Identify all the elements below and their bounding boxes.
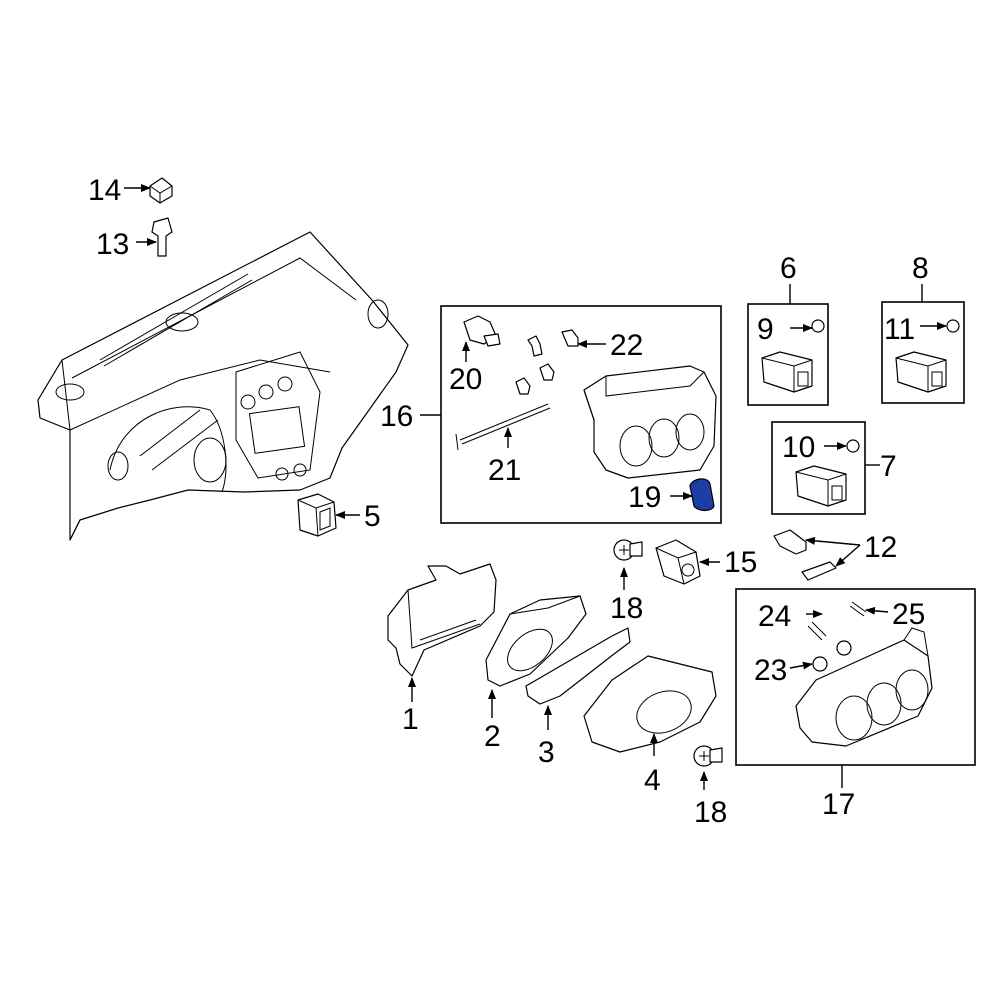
callout-20: 20 [449, 363, 482, 396]
part-7-switch [795, 465, 847, 507]
callout-16: 16 [380, 400, 413, 433]
callout-3: 3 [538, 736, 555, 769]
part-24-25-pins [807, 601, 867, 641]
callout-4: 4 [644, 764, 661, 797]
callout-14: 14 [88, 174, 121, 207]
part-18-screw-lower [693, 745, 723, 767]
callout-9: 9 [757, 313, 774, 346]
part-14-cap [149, 177, 173, 204]
part-5-switch [297, 493, 337, 537]
group-box-6 [747, 303, 829, 406]
part-22-bulbs [515, 329, 579, 395]
group-box-7 [771, 421, 866, 515]
callout-1: 1 [402, 703, 419, 736]
part-17-control-unit [795, 627, 933, 747]
part-23-bulbs [812, 640, 852, 672]
callout-7: 7 [880, 450, 897, 483]
group-box-17 [735, 588, 976, 766]
part-18-screw-upper [613, 539, 643, 561]
part-19-knob-highlighted [689, 478, 715, 512]
callout-23: 23 [754, 654, 787, 687]
callout-18-upper: 18 [610, 592, 643, 625]
callout-6: 6 [780, 252, 797, 285]
leader-lines [124, 184, 947, 790]
callout-15: 15 [724, 546, 757, 579]
callout-21: 21 [488, 454, 521, 487]
callout-24: 24 [758, 600, 791, 633]
callout-25: 25 [892, 598, 925, 631]
part-15-actuator [655, 539, 701, 585]
callout-10: 10 [782, 431, 815, 464]
part-8-switch [895, 351, 947, 393]
callout-12: 12 [864, 531, 897, 564]
callout-labels: 14 13 5 6 8 9 11 10 7 16 20 22 21 19 12 … [88, 174, 929, 829]
group-box-8 [881, 301, 965, 404]
part-12-bracket [773, 529, 837, 581]
part-1-cluster-housing [387, 563, 497, 677]
part-9-clip [811, 319, 825, 333]
dashboard-illustration [37, 231, 409, 541]
part-11-clip [946, 319, 960, 333]
part-3-trim-strip [525, 627, 631, 705]
callout-22: 22 [610, 329, 643, 362]
callout-8: 8 [912, 252, 929, 285]
part-13-clip [151, 217, 173, 257]
part-20-sensor [463, 315, 501, 347]
callout-5: 5 [364, 500, 381, 533]
part-4-bezel [583, 655, 717, 753]
callout-2: 2 [484, 720, 501, 753]
part-21-cable [455, 403, 551, 451]
callout-17: 17 [822, 788, 855, 821]
part-6-switch [761, 351, 813, 393]
callout-19: 19 [628, 481, 661, 514]
callout-13: 13 [96, 228, 129, 261]
part-2-gauge-assembly [485, 595, 587, 687]
callout-11: 11 [884, 313, 915, 346]
part-16-control-unit [583, 365, 717, 479]
part-10-clip [846, 439, 860, 453]
callout-18-lower: 18 [694, 796, 727, 829]
